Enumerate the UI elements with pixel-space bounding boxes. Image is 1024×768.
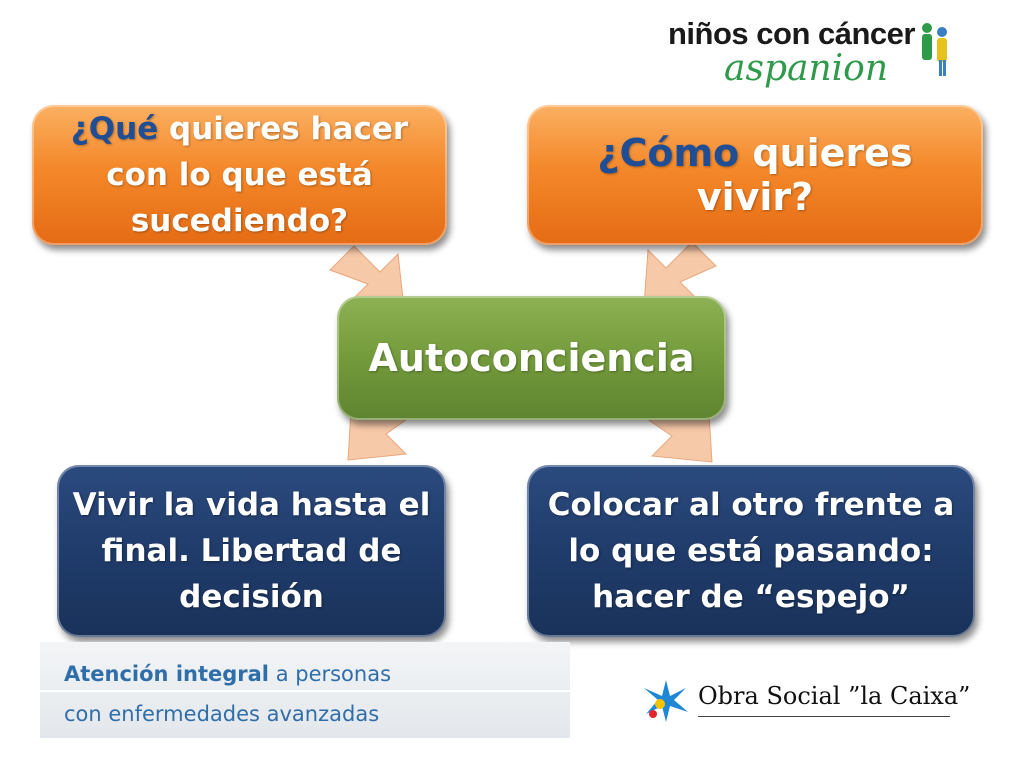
caixa-star-icon [644,680,688,722]
box-como-rest: quieres vivir? [696,131,913,219]
bottom-right-label: Colocar al otro frente a lo que está pas… [547,487,955,615]
box-como-text: ¿Cómo quieres vivir? [541,131,969,219]
banner-line1-rest: a personas [269,662,392,686]
box-que-quieres-hacer: ¿Qué quieres hacer con lo que está suced… [32,105,447,245]
box-que-text: ¿Qué quieres hacer con lo que está suced… [46,106,433,244]
atencion-integral-banner: Atención integral a personas con enferme… [40,642,570,738]
banner-line1: Atención integral a personas [64,662,391,686]
bottom-left-label: Vivir la vida hasta el final. Libertad d… [72,487,431,615]
highlight-como: ¿Cómo [597,131,740,175]
caixa-underline [698,716,950,717]
aspanion-logo: niños con cáncer aspanion [668,14,958,90]
la-caixa-logo: Obra Social ”la Caixa” [640,676,970,726]
box-vivir-la-vida: Vivir la vida hasta el final. Libertad d… [57,465,446,637]
box-que-rest: quieres hacer con lo que está sucediendo… [106,111,409,239]
highlight-que: ¿Qué [70,111,159,147]
banner-background [40,642,570,738]
children-figures-icon [922,23,947,76]
banner-line2: con enfermedades avanzadas [64,702,380,726]
box-colocar-al-otro: Colocar al otro frente a lo que está pas… [527,465,975,637]
banner-bold: Atención integral [64,662,270,686]
logo-title: niños con cáncer [668,16,915,51]
arrow-topright-to-center [643,241,717,307]
logo-subtitle: aspanion [724,48,889,89]
box-como-quieres-vivir: ¿Cómo quieres vivir? [527,105,983,245]
caixa-name: Obra Social ”la Caixa” [698,682,971,710]
box-autoconciencia: Autoconciencia [337,296,726,420]
center-label: Autoconciencia [368,336,695,380]
arrow-topleft-to-center [329,245,405,309]
